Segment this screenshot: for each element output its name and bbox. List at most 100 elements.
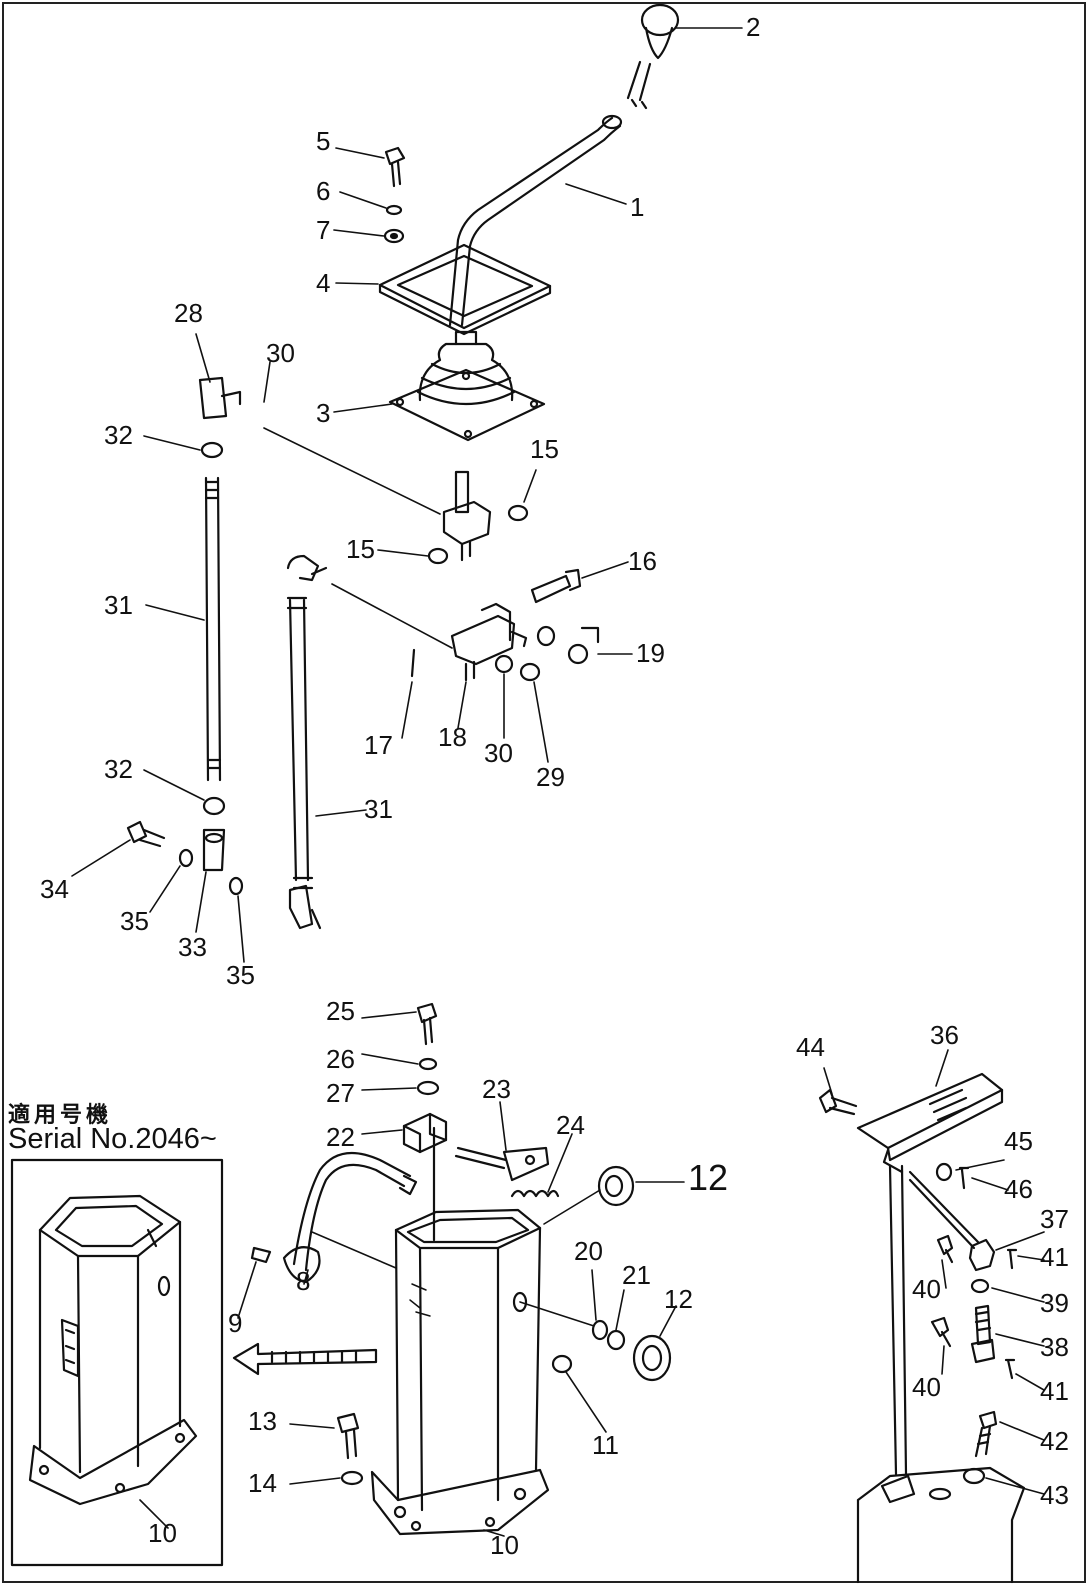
callout-30-lower: 30 <box>484 738 513 768</box>
nut-part-43 <box>962 1467 986 1485</box>
callout-13: 13 <box>248 1406 277 1436</box>
callout-15-right: 15 <box>530 434 559 464</box>
callout-10-inset: 10 <box>148 1518 177 1548</box>
callout-17: 17 <box>364 730 393 760</box>
bolt-part-34 <box>126 820 166 848</box>
callout-46: 46 <box>1004 1174 1033 1204</box>
pin-part-16 <box>530 568 582 604</box>
control-tower-inset-part-10 <box>28 1194 198 1506</box>
callout-25: 25 <box>326 996 355 1026</box>
direction-arrow <box>232 1342 378 1376</box>
cotter-pin-part-41 <box>1006 1248 1018 1270</box>
bracket-leader-19 <box>580 626 600 644</box>
bushing-part-15 <box>427 547 449 565</box>
callout-9: 9 <box>228 1308 243 1338</box>
washer-part-7 <box>383 228 405 244</box>
control-lever-part-1 <box>448 114 623 327</box>
callout-31-right: 31 <box>364 794 393 824</box>
bolt-part-25 <box>416 1002 438 1046</box>
bushing-part-19 <box>536 625 589 665</box>
callout-26: 26 <box>326 1044 355 1074</box>
washer-part-35 <box>228 876 244 896</box>
callout-19: 19 <box>636 638 665 668</box>
callout-7: 7 <box>316 215 331 245</box>
rod-assembly-part-31 <box>286 554 328 930</box>
callout-14: 14 <box>248 1468 277 1498</box>
pin-part-40 <box>930 1316 952 1348</box>
washer-part-35 <box>178 848 194 868</box>
callout-16: 16 <box>628 546 657 576</box>
lock-washer-part-6 <box>385 204 403 216</box>
clevis-part-37 <box>968 1238 996 1272</box>
callout-37: 37 <box>1040 1204 1069 1234</box>
callout-21: 21 <box>622 1260 651 1290</box>
callout-10-main: 10 <box>490 1530 519 1560</box>
callout-1: 1 <box>630 192 645 222</box>
washer-part-30 <box>494 654 514 674</box>
nut-part-32 <box>202 796 226 816</box>
bolt-part-42 <box>974 1410 998 1458</box>
washer-part-20 <box>591 1319 609 1341</box>
callout-20: 20 <box>574 1236 603 1266</box>
control-tower-part-10 <box>370 1126 550 1536</box>
callout-4: 4 <box>316 268 331 298</box>
nut-part-21 <box>606 1329 626 1351</box>
leader-lines-right <box>823 1049 1045 1495</box>
rod-end-part-28 <box>198 376 242 420</box>
callout-42: 42 <box>1040 1426 1069 1456</box>
callout-12-upper: 12 <box>688 1157 729 1198</box>
callout-30-upper: 30 <box>266 338 295 368</box>
callout-35-left: 35 <box>120 906 149 936</box>
callout-45: 45 <box>1004 1126 1033 1156</box>
boot-part-12-upper <box>597 1165 635 1207</box>
lever-bracket <box>442 470 492 562</box>
callout-32-upper: 32 <box>104 420 133 450</box>
callout-23: 23 <box>482 1074 511 1104</box>
callout-6: 6 <box>316 176 331 206</box>
pedal-part-36 <box>856 1072 1004 1174</box>
rod-part-31 <box>204 476 222 782</box>
callout-43: 43 <box>1040 1480 1069 1510</box>
washer-part-14 <box>340 1470 364 1486</box>
pin-part-40 <box>936 1234 954 1264</box>
callout-3: 3 <box>316 398 331 428</box>
joint-block-part-18 <box>450 602 528 682</box>
callout-34: 34 <box>40 874 69 904</box>
bushing-part-15 <box>507 504 529 522</box>
nut-part-32 <box>200 441 224 459</box>
serial-number-label: Serial No.2046~ <box>8 1123 217 1155</box>
serial-applicability-heading: 適用号機 <box>8 1103 113 1128</box>
callout-18: 18 <box>438 722 467 752</box>
leader-lines-upper <box>71 27 743 963</box>
callout-41-lower: 41 <box>1040 1376 1069 1406</box>
callout-44: 44 <box>796 1032 825 1062</box>
callout-24: 24 <box>556 1110 585 1140</box>
callout-12-lower: 12 <box>664 1284 693 1314</box>
callout-8: 8 <box>296 1266 311 1296</box>
callout-2: 2 <box>746 12 761 42</box>
boot-part-12-lower <box>632 1334 672 1382</box>
callout-15-left: 15 <box>346 534 375 564</box>
cover-plate-part-4 <box>378 243 552 336</box>
washer-part-45 <box>935 1162 953 1182</box>
spring-part-24 <box>510 1189 560 1198</box>
callout-33: 33 <box>178 932 207 962</box>
bolt-part-5 <box>384 146 406 188</box>
lever-knob-part-2 <box>626 3 680 110</box>
callout-40-upper: 40 <box>912 1274 941 1304</box>
nut-part-39 <box>970 1278 990 1294</box>
callout-32-lower: 32 <box>104 754 133 784</box>
callout-39: 39 <box>1040 1288 1069 1318</box>
washer-part-27 <box>416 1080 440 1096</box>
callout-35-right: 35 <box>226 960 255 990</box>
clamp-block-part-22 <box>402 1112 448 1154</box>
cotter-pin-part-46 <box>958 1166 970 1190</box>
lever-part-23 <box>454 1146 550 1182</box>
callout-40-lower: 40 <box>912 1372 941 1402</box>
bushing-part-11 <box>551 1354 573 1374</box>
callout-31-left: 31 <box>104 590 133 620</box>
callout-11: 11 <box>592 1430 619 1460</box>
